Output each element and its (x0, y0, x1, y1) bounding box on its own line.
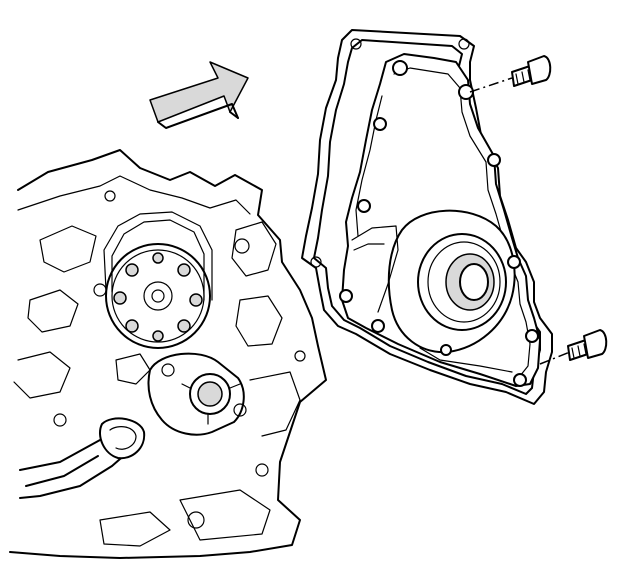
engine-block (9, 149, 327, 559)
timing-sprocket (103, 211, 213, 349)
upper-bolt (469, 55, 552, 93)
crankshaft-seal (387, 209, 516, 354)
lower-bolt (539, 329, 608, 365)
direction-arrow-icon (149, 61, 249, 129)
crankshaft-sprocket (115, 352, 247, 436)
front-cover (339, 53, 541, 387)
